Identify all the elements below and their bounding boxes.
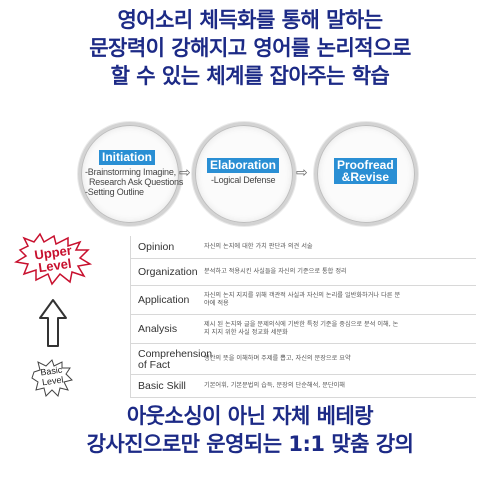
burst-icon — [31, 359, 73, 397]
level-row-application: Application 자신의 논지 지지를 위해 객관적 사실과 자신의 논리… — [130, 286, 476, 315]
level-name: Organization — [138, 266, 198, 278]
level-row-basic-skill: Basic Skill 기본어휘, 기본문법의 습득, 문장의 단순해석, 문단… — [130, 375, 476, 398]
bottom-title-line-1: 아웃소싱이 아닌 자체 베테랑 — [126, 404, 374, 428]
stage-proofread-circle — [314, 122, 418, 226]
level-name: Opinion — [138, 241, 175, 253]
table-divider — [130, 236, 131, 398]
level-desc: 제시 된 논지와 글을 문제의식에 기반한 특정 기준을 중심으로 분석 이해,… — [204, 321, 399, 336]
bottom-title: 아웃소싱이 아닌 자체 베테랑 강사진으로만 운영되는 1:1 맞춤 강의 — [0, 402, 500, 458]
stage-elaboration-label: Elaboration — [207, 158, 280, 173]
level-name-line-2: of Fact — [138, 359, 171, 371]
top-title: 영어소리 체득화를 통해 말하는 문장력이 강해지고 영어를 논리적으로 할 수… — [0, 6, 500, 90]
stage-initiation-label: Initiation — [99, 150, 155, 165]
level-name: Analysis — [138, 323, 178, 335]
upper-level-badge: Upper Level — [14, 232, 94, 286]
stage-proofread-label-line-1: Proofread — [337, 158, 394, 172]
basic-level-badge: Basic Level — [30, 358, 74, 398]
stage-proofread-label: Proofread &Revise — [334, 158, 397, 184]
top-title-line-1: 영어소리 체득화를 통해 말하는 — [117, 8, 383, 32]
level-row-organization: Organization 분석하고 적용시킨 사실들을 자신의 기준으로 통합 … — [130, 259, 476, 286]
flow-arrow-icon: ⇨ — [296, 165, 308, 181]
stage-initiation-detail-2: Research Ask Questions — [89, 177, 184, 187]
level-name: Basic Skill — [138, 380, 186, 392]
burst-icon — [14, 232, 93, 286]
bottom-title-line-2: 강사진으로만 운영되는 1:1 맞춤 강의 — [86, 432, 414, 456]
stage-initiation-circle — [78, 122, 182, 226]
level-desc: 자신의 논지에 대한 가치 판단과 의견 서술 — [204, 243, 313, 250]
stage-elaboration-detail: -Logical Defense — [211, 175, 276, 185]
flow-arrow-icon: ⇨ — [179, 165, 191, 181]
level-desc: 행간의 뜻을 이해하며 주제를 뽑고, 자신의 문장으로 요약 — [204, 355, 351, 362]
stage-initiation-detail-1: -Brainstorming Imagine, — [85, 167, 176, 177]
level-name: Comprehension of Fact — [138, 349, 212, 371]
level-row-analysis: Analysis 제시 된 논지와 글을 문제의식에 기반한 특정 기준을 중심… — [130, 315, 476, 344]
stage-proofread-label-line-2: &Revise — [341, 170, 390, 184]
level-desc: 기본어휘, 기본문법의 습득, 문장의 단순해석, 문단이해 — [204, 382, 345, 389]
level-desc: 분석하고 적용시킨 사실들을 자신의 기준으로 통합 정리 — [204, 268, 347, 275]
top-title-line-2: 문장력이 강해지고 영어를 논리적으로 — [89, 36, 411, 60]
level-name-line-1: Comprehension — [138, 348, 213, 360]
level-row-opinion: Opinion 자신의 논지에 대한 가치 판단과 의견 서술 — [130, 236, 476, 259]
level-desc: 자신의 논지 지지를 위해 객관적 사실과 자신의 논리를 일반화하거나 다른 … — [204, 292, 401, 307]
level-row-comprehension: Comprehension of Fact 행간의 뜻을 이해하며 주제를 뽑고… — [130, 344, 476, 375]
stage-initiation-detail-3: -Setting Outline — [85, 187, 144, 197]
level-name: Application — [138, 294, 190, 306]
stage-elaboration-circle — [192, 122, 296, 226]
up-arrow-icon — [39, 299, 67, 347]
top-title-line-3: 할 수 있는 체계를 잡아주는 학습 — [110, 64, 390, 88]
